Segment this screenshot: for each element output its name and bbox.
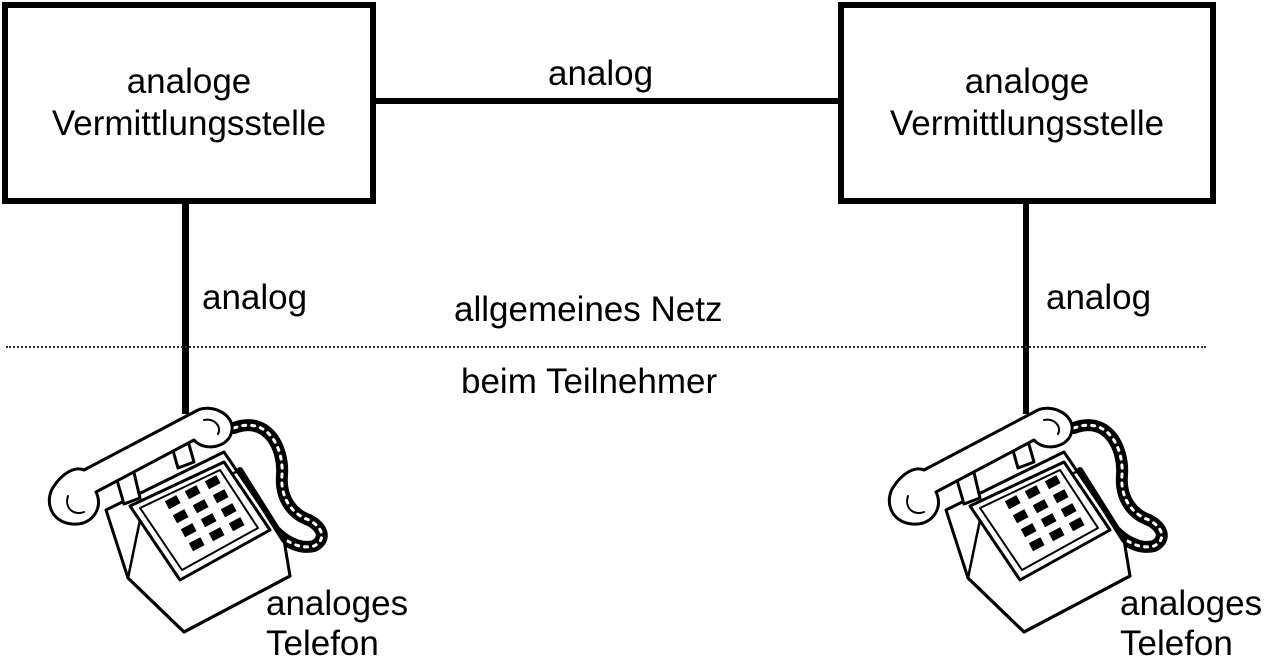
right-phone-label: analoges Telefon: [1120, 584, 1263, 663]
telephone-icon: [48, 406, 328, 634]
right-subscriber-line: [1023, 204, 1029, 414]
trunk-line-label: analog: [548, 54, 654, 93]
left-exchange-box: analoge Vermittlungsstelle: [2, 2, 376, 204]
left-exchange-label: analoge Vermittlungsstelle: [51, 62, 327, 143]
right-exchange-box: analoge Vermittlungsstelle: [838, 2, 1216, 204]
telephone-icon: [888, 406, 1168, 634]
network-zone-label: allgemeines Netz: [454, 290, 723, 329]
left-subscriber-line: [182, 204, 189, 414]
right-exchange-label: analoge Vermittlungsstelle: [889, 62, 1165, 143]
right-line-label: analog: [1046, 278, 1152, 317]
trunk-line: [376, 98, 838, 104]
subscriber-zone-label: beim Teilnehmer: [461, 362, 718, 401]
left-phone-label: analoges Telefon: [266, 584, 409, 663]
zone-divider: [6, 346, 1206, 348]
left-line-label: analog: [202, 278, 308, 317]
